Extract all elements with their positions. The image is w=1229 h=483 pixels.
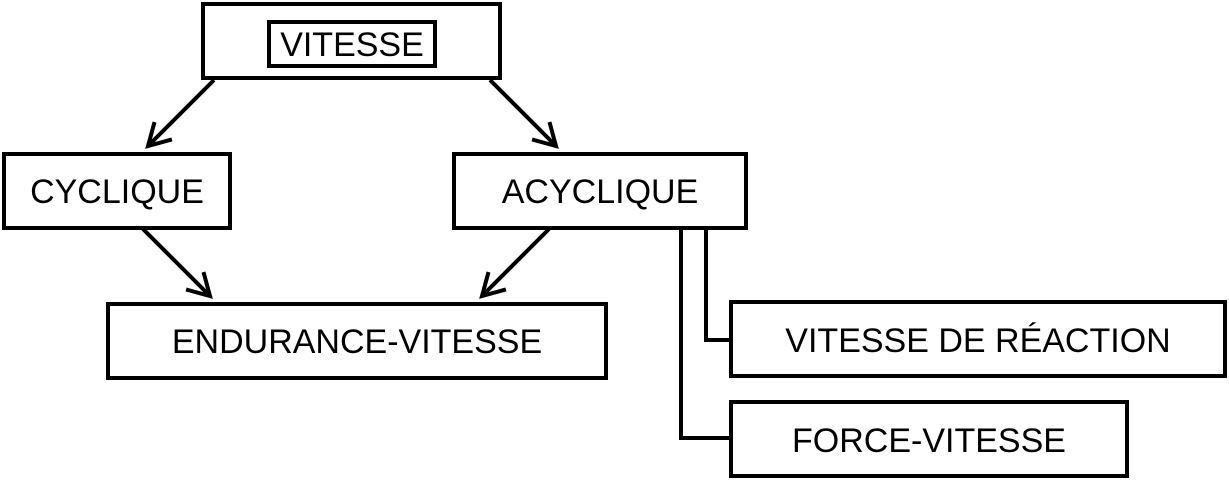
node-acyclique-box (452, 152, 748, 230)
arrowhead-endurance-left (185, 271, 213, 299)
node-endurance-vitesse: ENDURANCE-VITESSE (106, 302, 608, 380)
node-vitesse: VITESSE (201, 2, 502, 80)
node-force-vitesse: FORCE-VITESSE (729, 400, 1129, 478)
node-vitesse-de-reaction: VITESSE DE RÉACTION (729, 300, 1227, 378)
edge-acyclique-to-reaction (704, 229, 731, 342)
node-endurance-vitesse-label: ENDURANCE-VITESSE (172, 323, 542, 361)
edge-acyclique-to-force (679, 229, 731, 440)
edge-acyclique-to-endurance (480, 227, 551, 298)
node-cyclique-box (2, 152, 232, 230)
edge-cyclique-to-endurance (141, 227, 212, 298)
edge-vitesse-to-cyclique (146, 78, 216, 148)
arrowhead-endurance-right (479, 271, 507, 299)
node-force-vitesse-box (729, 400, 1129, 478)
node-force-vitesse-label: FORCE-VITESSE (792, 422, 1066, 460)
node-vitesse-inner-box (267, 20, 437, 68)
node-vitesse-de-reaction-label: VITESSE DE RÉACTION (785, 322, 1170, 360)
edge-vitesse-to-acyclique (488, 78, 558, 148)
node-acyclique-label: ACYCLIQUE (502, 173, 699, 211)
arrowhead-acyclique (531, 121, 559, 149)
arrowhead-cyclique (145, 121, 173, 149)
node-endurance-vitesse-box (106, 302, 608, 380)
node-cyclique-label: CYCLIQUE (30, 173, 204, 211)
node-vitesse-de-reaction-box (729, 300, 1227, 378)
node-acyclique: ACYCLIQUE (452, 152, 748, 230)
node-cyclique: CYCLIQUE (2, 152, 232, 230)
edges (141, 78, 731, 440)
node-vitesse-label: VITESSE (280, 26, 424, 64)
